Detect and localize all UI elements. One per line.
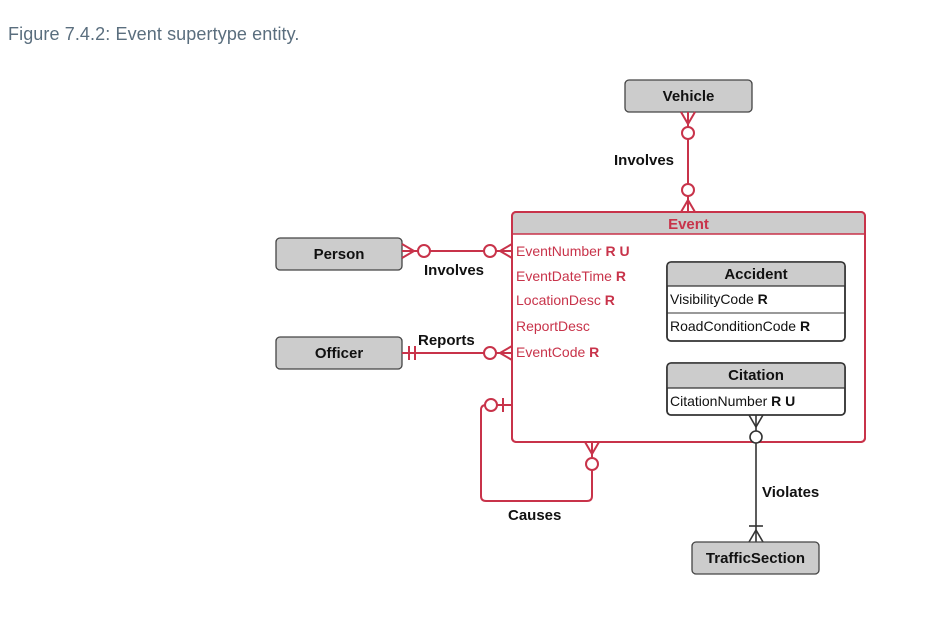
event-attribute: LocationDesc R	[516, 292, 615, 308]
entity-officer[interactable]: Officer	[275, 336, 403, 370]
entity-event-title: Event	[668, 216, 709, 233]
relationship-label-person-involves: Involves	[424, 262, 484, 279]
event-attribute: EventCode R	[516, 344, 599, 360]
relationship-causes	[480, 398, 600, 502]
entity-vehicle-title: Vehicle	[663, 88, 715, 105]
entity-vehicle[interactable]: Vehicle	[624, 79, 753, 113]
entity-citation[interactable]: Citation CitationNumber R U	[666, 362, 846, 416]
entity-person-title: Person	[314, 246, 365, 263]
relationship-label-causes: Causes	[508, 507, 561, 524]
entity-person[interactable]: Person	[275, 237, 403, 271]
entity-officer-title: Officer	[315, 345, 364, 362]
event-attribute: ReportDesc	[516, 318, 590, 334]
entity-accident-title: Accident	[724, 266, 787, 283]
relationship-citation-trafficsection	[748, 414, 764, 543]
relationship-label-vehicle-involves: Involves	[614, 152, 674, 169]
accident-attribute: RoadConditionCode R	[670, 318, 810, 334]
accident-attribute: VisibilityCode R	[670, 291, 768, 307]
relationship-label-violates: Violates	[762, 484, 819, 501]
event-attribute: EventNumber R U	[516, 243, 630, 259]
figure-caption: Figure 7.4.2: Event supertype entity.	[8, 24, 300, 44]
relationship-person-event	[401, 243, 513, 259]
event-attribute: EventDateTime R	[516, 268, 626, 284]
entity-trafficsection-title: TrafficSection	[706, 550, 805, 567]
relationship-officer-event	[402, 345, 513, 361]
relationship-vehicle-event	[680, 111, 696, 213]
entity-trafficsection[interactable]: TrafficSection	[691, 541, 820, 575]
relationship-label-reports: Reports	[418, 332, 475, 349]
entity-accident[interactable]: Accident VisibilityCode R RoadConditionC…	[666, 261, 846, 342]
entity-citation-title: Citation	[728, 367, 784, 384]
citation-attribute: CitationNumber R U	[670, 393, 795, 409]
